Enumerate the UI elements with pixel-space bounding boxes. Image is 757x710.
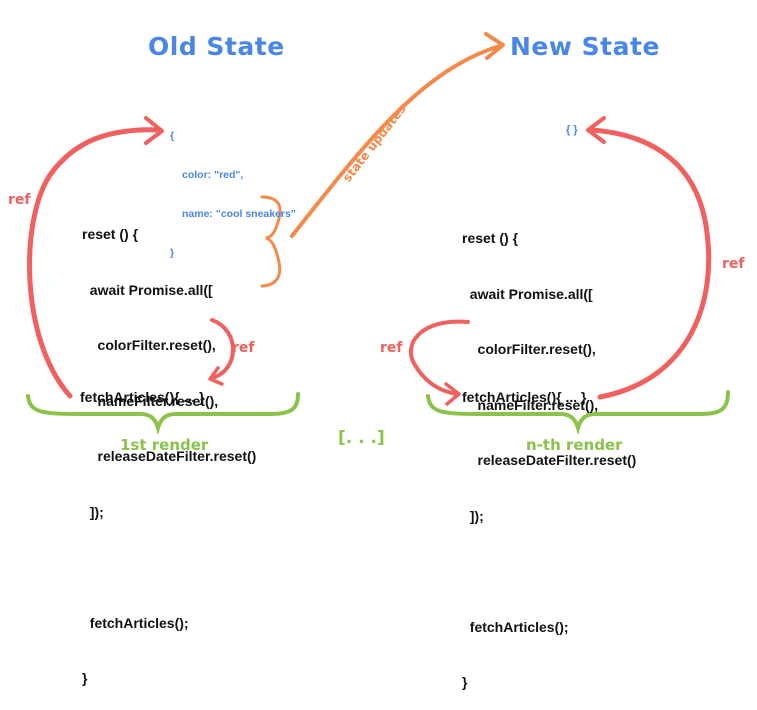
code-line: fetchArticles(); — [462, 618, 569, 635]
code-line: ]); — [462, 507, 484, 524]
first-render-brace — [26, 392, 300, 435]
code-line — [462, 562, 636, 581]
left-reset-code: reset () { await Promise.all([ colorFilt… — [82, 188, 256, 706]
diagram-strokes — [26, 32, 730, 435]
old-state-object: { color: "red", name: "cool sneakers" } — [170, 104, 296, 273]
right-outer-ref-arrowhead — [586, 116, 606, 144]
nth-render-label: n-th render — [526, 436, 623, 454]
code-line: } — [82, 670, 88, 686]
left-outer-ref-arrow — [27, 127, 163, 399]
code-line: ]); — [82, 503, 104, 520]
new-state-title: New State — [510, 32, 660, 61]
code-line — [82, 558, 256, 577]
ref-label-right-inner: ref — [380, 340, 403, 356]
ellipsis-render-label: [. . .] — [338, 428, 385, 448]
code-line: releaseDateFilter.reset() — [82, 448, 257, 464]
code-line: reset () { — [82, 226, 139, 242]
code-line: } — [462, 674, 468, 690]
old-object-open: { — [170, 130, 175, 142]
state-updates-arrowhead — [484, 32, 505, 60]
right-inner-ref-arrow — [408, 319, 470, 396]
left-inner-ref-arrowhead — [208, 366, 224, 386]
code-line: nameFilter.reset(), — [82, 392, 219, 409]
nth-render-brace — [426, 390, 730, 435]
code-line: nameFilter.reset(), — [462, 396, 599, 413]
left-outer-ref-arrowhead — [144, 116, 164, 145]
right-inner-ref-arrowhead — [444, 382, 461, 406]
code-line: colorFilter.reset(), — [462, 341, 596, 357]
code-line: reset () { — [462, 230, 519, 246]
right-fetch-definition: fetchArticles(){ ... } — [462, 389, 587, 405]
left-fetch-definition: fetchArticles(){ ... } — [80, 389, 205, 405]
old-object-line2: name: "cool sneakers" — [182, 208, 296, 220]
first-render-label: 1st render — [120, 436, 209, 454]
code-line: await Promise.all([ — [82, 281, 213, 298]
new-state-object: { } — [566, 124, 578, 136]
ref-label-left-outer: ref — [8, 192, 31, 208]
code-line: await Promise.all([ — [462, 285, 593, 302]
ref-label-left-inner: ref — [232, 340, 255, 356]
old-object-line1: color: "red", — [182, 169, 244, 181]
left-inner-ref-arrow — [210, 318, 235, 380]
code-line: colorFilter.reset(), — [82, 337, 216, 353]
old-state-title: Old State — [148, 32, 285, 61]
code-line: releaseDateFilter.reset() — [462, 452, 637, 468]
old-object-close: } — [170, 247, 175, 259]
right-outer-ref-arrow — [589, 127, 712, 400]
left-code-brace — [260, 195, 282, 288]
code-line: fetchArticles(); — [82, 614, 189, 631]
ref-label-right-outer: ref — [722, 256, 745, 272]
state-updates-arrow — [290, 44, 502, 238]
